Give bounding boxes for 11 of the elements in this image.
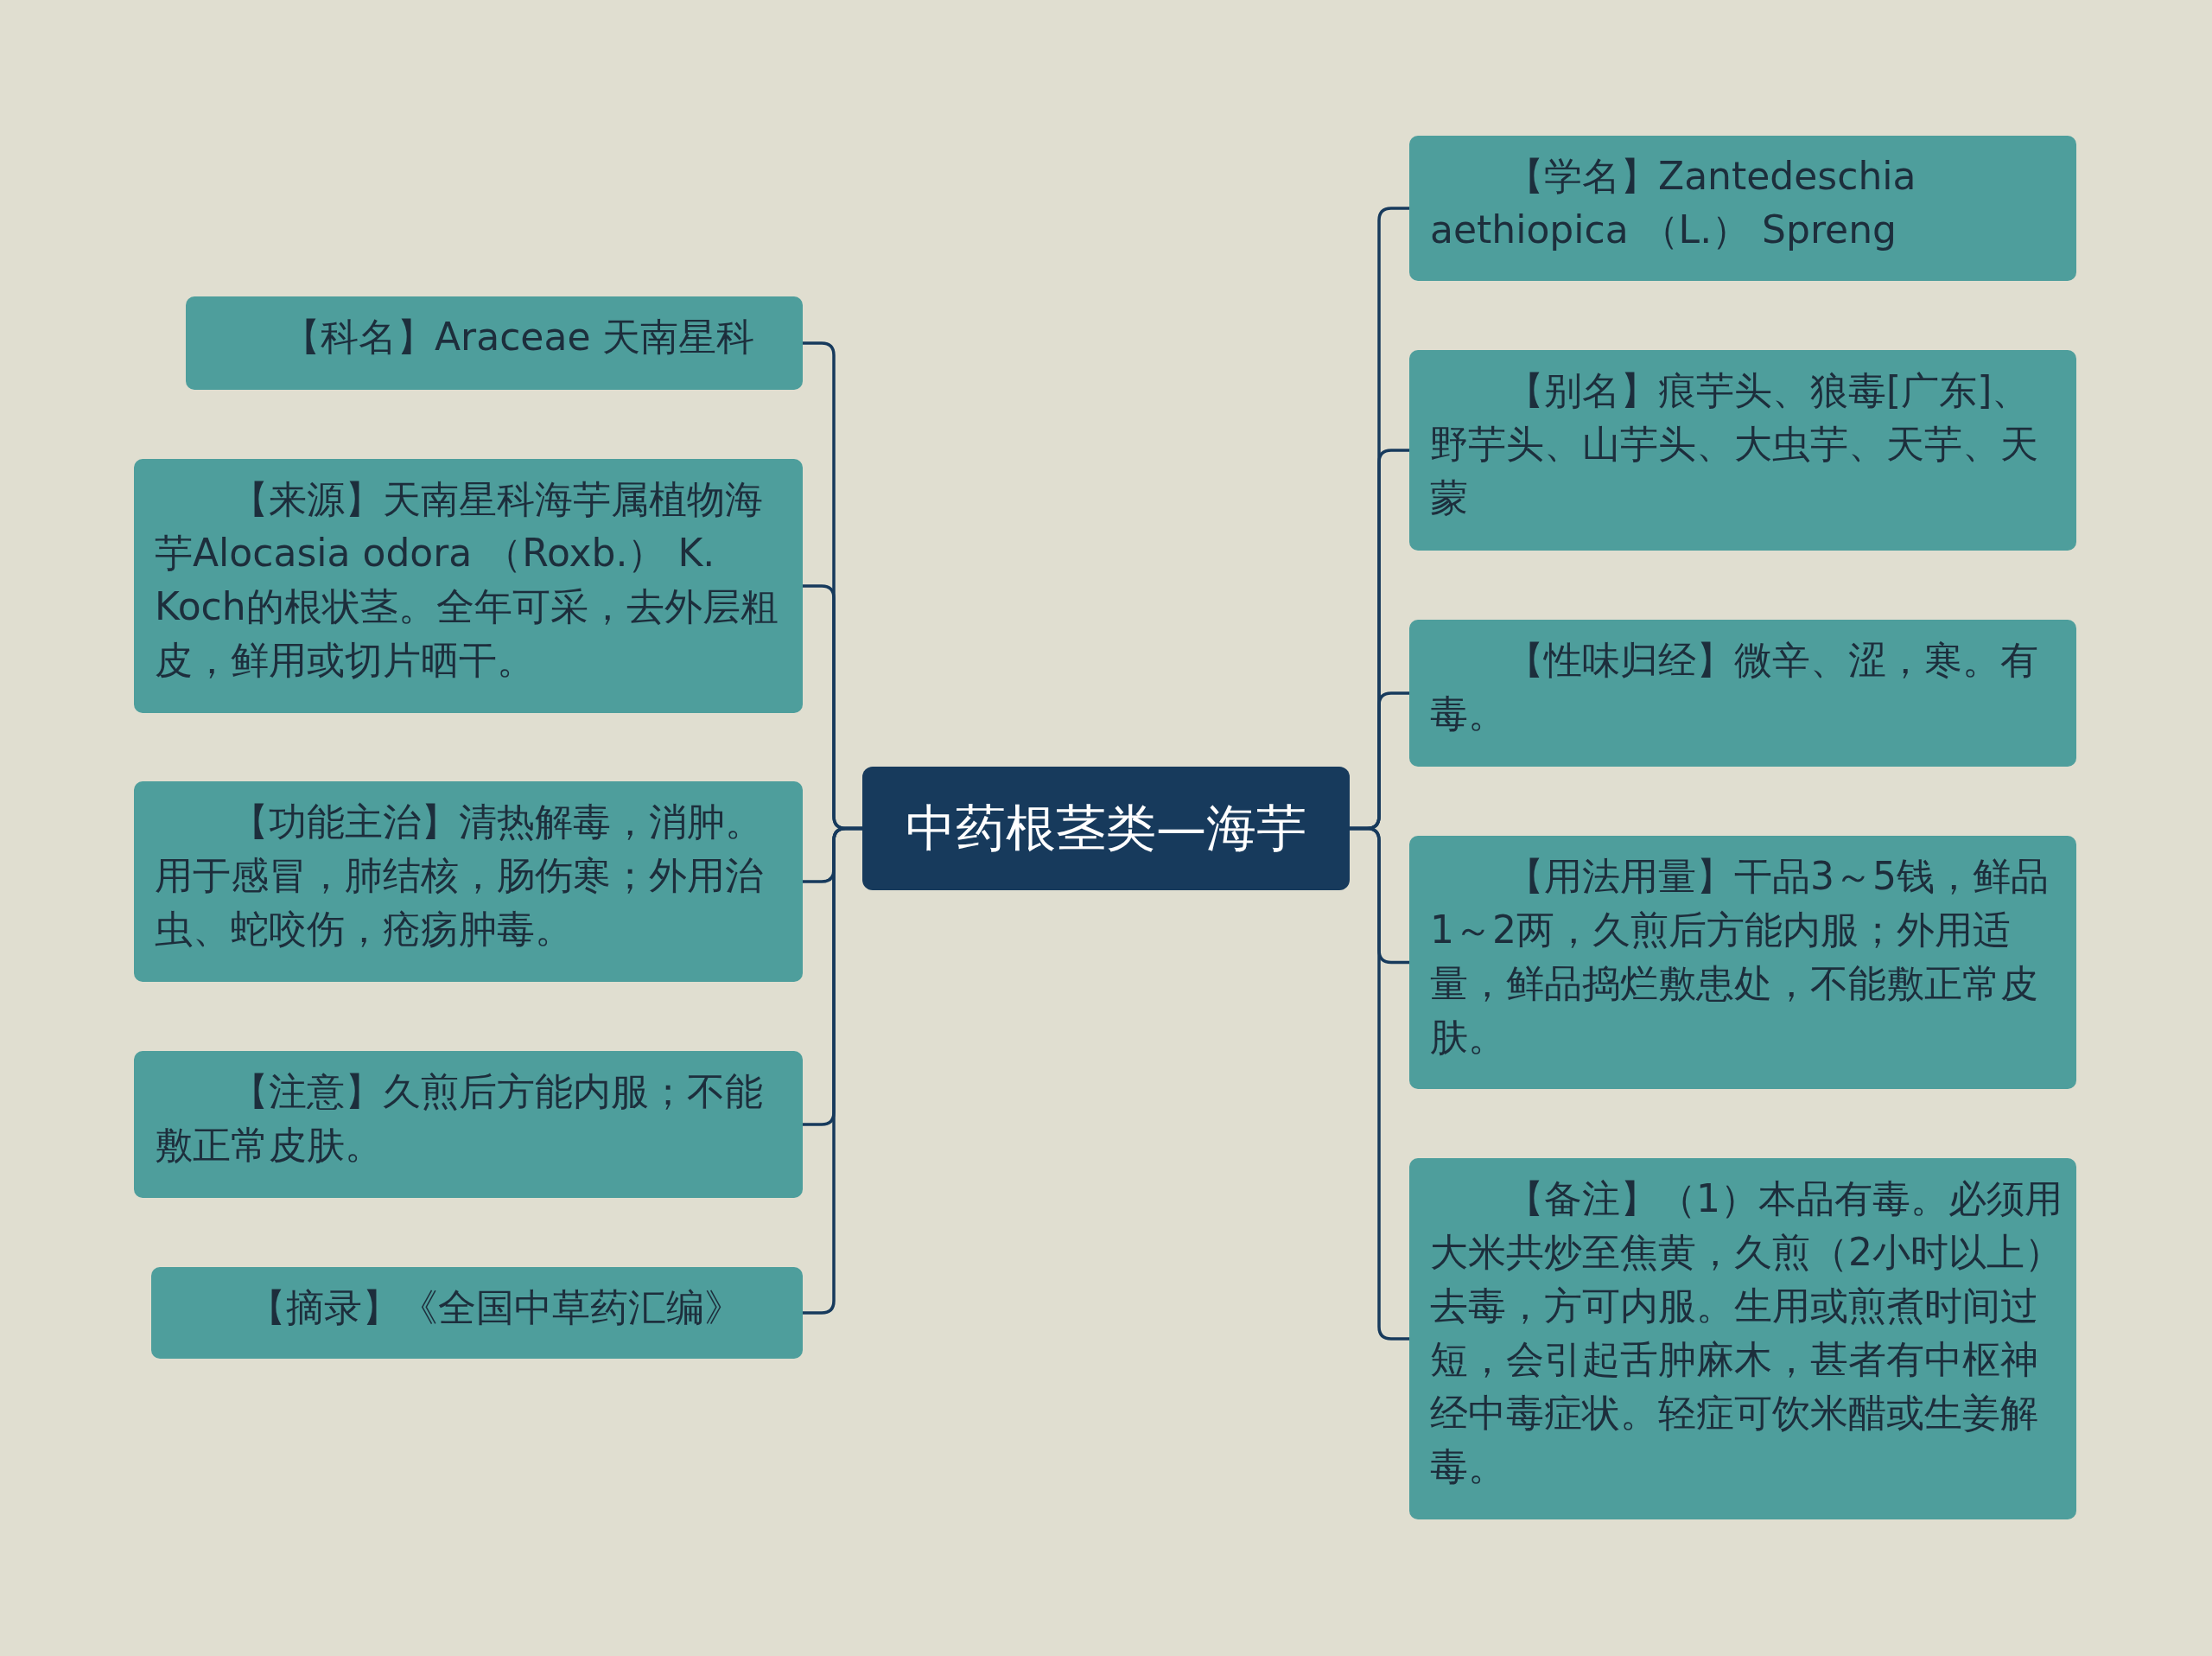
topic-box: 【备注】（1）本品有毒。必须用大米共炒至焦黄，久煎（2小时以上）去毒，方可内服。生用或煎煮时间过短，会引起舌肿麻木，甚者有中枢神经中毒症状。轻症可饮米醋或生姜解毒。 <box>1409 1158 2076 1519</box>
topic-box: 【性味归经】微辛、涩，寒。有毒。 <box>1409 620 2076 767</box>
topic-box: 【功能主治】清热解毒，消肿。用于感冒，肺结核，肠伤寒；外用治虫、蛇咬伤，疮疡肿毒。 <box>134 781 803 982</box>
topic-box: 【注意】久煎后方能内服；不能敷正常皮肤。 <box>134 1051 803 1198</box>
topic-box: 【别名】痕芋头、狼毒[广东]、野芋头、山芋头、大虫芋、天芋、天蒙 <box>1409 350 2076 551</box>
topic-box: 【来源】天南星科海芋属植物海芋Alocasia odora （Roxb.） K. Koch的根状茎。全年可采，去外层粗皮，鲜用或切片晒干。 <box>134 459 803 713</box>
topic-box: 【用法用量】干品3～5钱，鲜品1～2两，久煎后方能内服；外用适量，鲜品捣烂敷患处，不能敷正常皮肤。 <box>1409 836 2076 1089</box>
central-topic-box: 中药根茎类—海芋 <box>862 767 1350 890</box>
topic-box: 【摘录】《全国中草药汇编》 <box>151 1267 803 1359</box>
topic-box: 【科名】Araceae 天南星科 <box>186 296 803 390</box>
topic-box: 【学名】Zantedeschia aethiopica （L.） Spreng <box>1409 136 2076 281</box>
